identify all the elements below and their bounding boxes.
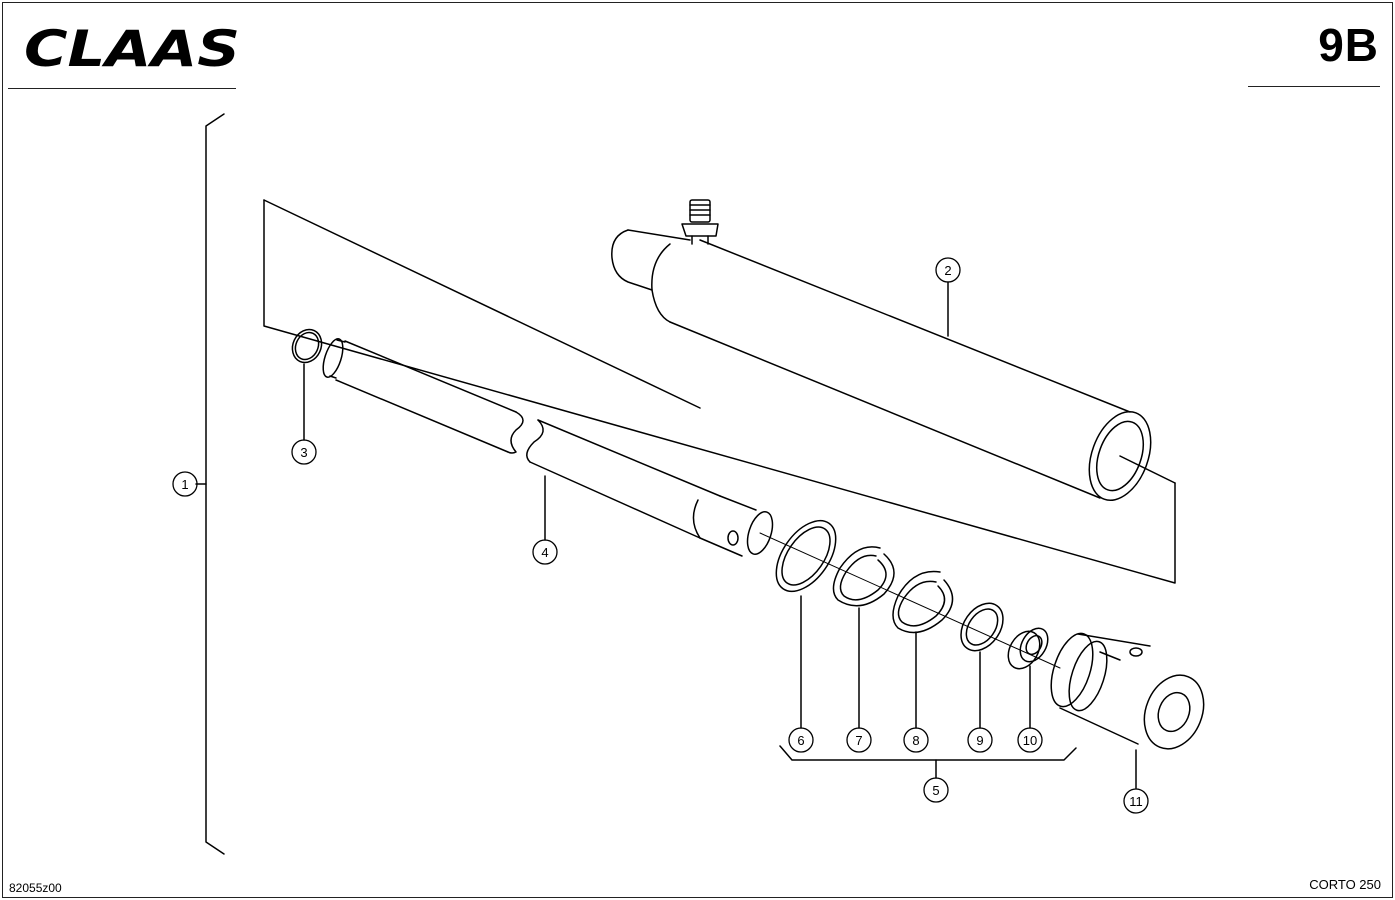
split-ring-8: [892, 570, 954, 634]
callout-2: 2: [935, 257, 961, 283]
piston-head: [1050, 632, 1205, 750]
cylinder-barrel: [611, 229, 1176, 502]
hydraulic-fitting: [681, 199, 719, 245]
callout-3: 3: [291, 439, 317, 465]
callout-1: 1: [172, 471, 198, 497]
callout-9-label: 9: [976, 733, 983, 748]
o-ring: [291, 328, 323, 364]
callout-10-label: 10: [1023, 733, 1037, 748]
brand-text: CLAAS: [24, 20, 240, 74]
callout-5: 5: [923, 777, 949, 803]
seal-ring-6: [775, 519, 837, 593]
piston-rod: [322, 338, 774, 557]
model-name: CORTO 250: [1309, 877, 1381, 892]
seal-ring-9: [960, 602, 1004, 652]
drawing-number: 82055z00: [9, 881, 62, 895]
callout-6-label: 6: [797, 733, 804, 748]
callout-10: 10: [1017, 727, 1043, 753]
callout-1-label: 1: [181, 477, 188, 492]
callout-8-label: 8: [912, 733, 919, 748]
callout-8: 8: [903, 727, 929, 753]
seal-kit-bracket: [779, 745, 1077, 761]
callout-5-label: 5: [932, 783, 939, 798]
page-reference: 9B: [1318, 19, 1379, 71]
frame-lines: [263, 199, 1176, 584]
header-rule-left: [8, 88, 236, 89]
claas-logo: CLAAS: [24, 20, 240, 74]
callout-2-label: 2: [944, 263, 951, 278]
callout-4: 4: [532, 539, 558, 565]
callout-7-label: 7: [855, 733, 862, 748]
callout-11: 11: [1123, 788, 1149, 814]
split-ring-7: [832, 546, 895, 607]
callout-3-label: 3: [300, 445, 307, 460]
callout-7: 7: [846, 727, 872, 753]
frame-line-top: [263, 199, 701, 409]
assembly-axis: [759, 532, 1061, 669]
callout-6: 6: [788, 727, 814, 753]
header-rule-right: [1248, 86, 1380, 87]
bushing: [1007, 627, 1049, 670]
assembly-bracket: [205, 113, 225, 855]
callout-9: 9: [967, 727, 993, 753]
callout-11-label: 11: [1129, 794, 1143, 809]
callout-4-label: 4: [541, 545, 548, 560]
